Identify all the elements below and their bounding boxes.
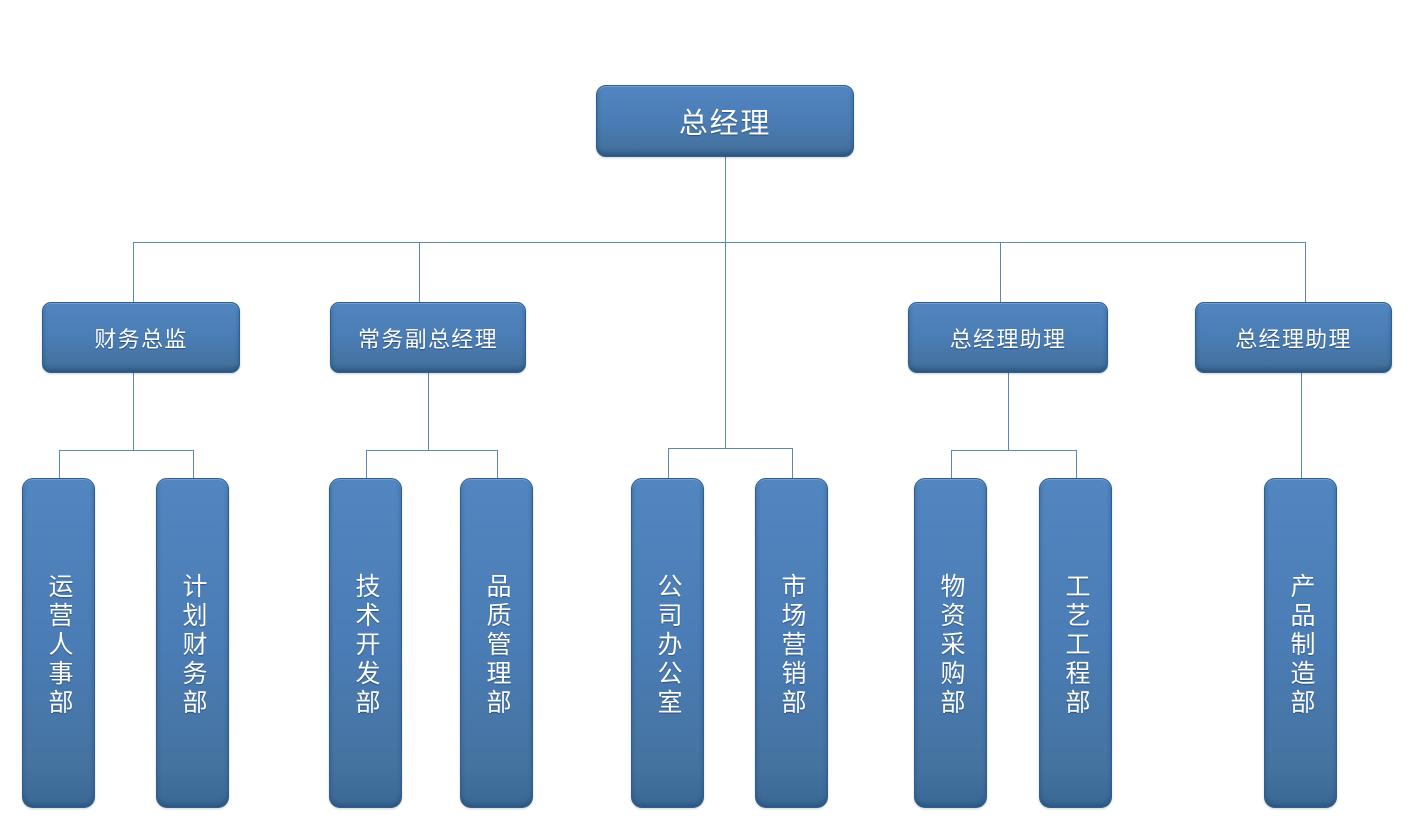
- connector-drop-asst2: [1305, 242, 1306, 302]
- node-executive-deputy-gm[interactable]: 常务副总经理: [330, 302, 526, 373]
- connector-gm-direct-stem: [725, 242, 726, 448]
- connector-drop-evp: [419, 242, 420, 302]
- connector-drop-dept-rd: [366, 450, 367, 478]
- node-gm-assistant-2[interactable]: 总经理助理: [1195, 302, 1392, 373]
- connector-drop-dept-hr: [59, 450, 60, 478]
- connector-evp-bus: [366, 450, 498, 451]
- connector-cfo-stem: [133, 373, 134, 450]
- node-dept-marketing[interactable]: 市场营销部: [755, 478, 828, 808]
- connector-drop-dept-proc: [951, 450, 952, 478]
- node-dept-company-office[interactable]: 公司办公室: [631, 478, 704, 808]
- connector-asst1-stem: [1008, 373, 1009, 450]
- node-cfo[interactable]: 财务总监: [42, 302, 240, 373]
- node-dept-process-engineering[interactable]: 工艺工程部: [1039, 478, 1112, 808]
- connector-drop-dept-qa: [497, 450, 498, 478]
- connector-level2-bus: [133, 242, 1306, 243]
- connector-drop-dept-off: [668, 448, 669, 478]
- node-dept-product-manufacturing[interactable]: 产品制造部: [1264, 478, 1337, 808]
- connector-asst1-bus: [951, 450, 1076, 451]
- node-dept-operations-hr[interactable]: 运营人事部: [22, 478, 95, 808]
- node-dept-planning-finance[interactable]: 计划财务部: [156, 478, 229, 808]
- connector-drop-dept-mkt: [792, 448, 793, 478]
- connector-cfo-bus: [59, 450, 194, 451]
- node-dept-quality-management[interactable]: 品质管理部: [460, 478, 533, 808]
- connector-gm-direct-bus: [668, 448, 793, 449]
- connector-root-stem: [725, 157, 726, 242]
- node-general-manager[interactable]: 总经理: [596, 85, 854, 157]
- connector-drop-dept-fin: [193, 450, 194, 478]
- connector-evp-stem: [428, 373, 429, 450]
- node-dept-technology-development[interactable]: 技术开发部: [329, 478, 402, 808]
- connector-asst2-stem: [1301, 373, 1302, 478]
- connector-drop-cfo: [133, 242, 134, 302]
- connector-drop-dept-eng: [1076, 450, 1077, 478]
- node-gm-assistant-1[interactable]: 总经理助理: [908, 302, 1108, 373]
- connector-drop-asst1: [1000, 242, 1001, 302]
- node-dept-material-procurement[interactable]: 物资采购部: [914, 478, 987, 808]
